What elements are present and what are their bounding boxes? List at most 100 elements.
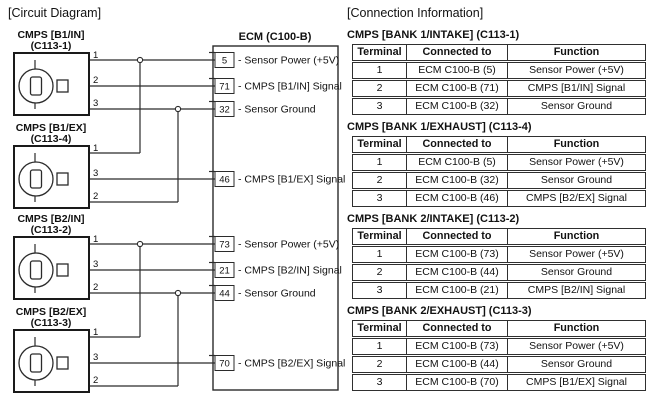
function-cell: Sensor Ground [508, 98, 646, 115]
pin-number: 32 [219, 105, 230, 116]
col-header-terminal: Terminal [352, 320, 407, 337]
function-cell: Sensor Ground [508, 172, 646, 189]
function-cell: Sensor Ground [508, 264, 646, 281]
connector-cmps-b1-in: CMPS [B1/IN] (C113-1) 1 2 3 [13, 29, 98, 116]
wire-junction [136, 56, 144, 64]
connector-cmps-b1-ex: CMPS [B1/EX] (C113-4) 1 3 2 [13, 122, 98, 209]
pin-contact [56, 172, 69, 186]
terminal-number: 1 [93, 234, 98, 245]
connected-to-cell: ECM C100-B (5) [407, 62, 508, 79]
terminal-cell: 2 [352, 172, 407, 189]
pin-label: - CMPS [B1/IN] Signal [238, 81, 342, 93]
connection-table-group: CMPS [BANK 1/EXHAUST] (C113-4) Terminal … [347, 121, 650, 208]
function-cell: Sensor Ground [508, 356, 646, 373]
connector-cmps-b2-in: CMPS [B2/IN] (C113-2) 1 3 2 [13, 213, 98, 300]
pin-label: - Sensor Power (+5V) [238, 239, 339, 251]
terminal-cell: 3 [352, 190, 407, 207]
col-header-connected-to: Connected to [407, 136, 508, 153]
circuit-diagram-panel: [Circuit Diagram] ECM (C100-B) 5 - Senso… [8, 6, 345, 393]
connector-name: CMPS [B1/EX] [16, 122, 87, 134]
col-header-terminal: Terminal [352, 228, 407, 245]
pin-number-box [214, 236, 235, 252]
terminal-cell: 1 [352, 62, 407, 79]
table-row: 1 ECM C100-B (5) Sensor Power (+5V) [352, 62, 646, 79]
terminal-number: 2 [93, 75, 98, 86]
connected-to-cell: ECM C100-B (32) [407, 98, 508, 115]
pin-number: 70 [219, 359, 230, 370]
function-cell: Sensor Power (+5V) [508, 338, 646, 355]
pin-number-box [214, 355, 235, 371]
pin-label: - Sensor Ground [238, 288, 316, 300]
pin-contact [56, 356, 69, 370]
terminal-number: 3 [93, 352, 98, 363]
table-row: 2 ECM C100-B (71) CMPS [B1/IN] Signal [352, 80, 646, 97]
pin-number: 71 [219, 82, 230, 93]
pin-number-box [214, 101, 235, 117]
function-cell: Sensor Power (+5V) [508, 246, 646, 263]
pin-number-box [214, 78, 235, 94]
terminal-number: 2 [93, 191, 98, 202]
table-header-row: Terminal Connected to Function [352, 136, 646, 153]
table-title: CMPS [BANK 1/INTAKE] (C113-1) [347, 29, 520, 41]
pin-number: 21 [219, 266, 230, 277]
connector-code: (C113-1) [31, 40, 72, 52]
terminal-cell: 3 [352, 98, 407, 115]
terminal-cell: 3 [352, 282, 407, 299]
connection-info-panel: [Connection Information] CMPS [BANK 1/IN… [347, 0, 650, 392]
pin-number-box [214, 171, 235, 187]
table-row: 3 ECM C100-B (46) CMPS [B2/EX] Signal [352, 190, 646, 207]
table-row: 2 ECM C100-B (44) Sensor Ground [352, 264, 646, 281]
sensor-element [29, 169, 43, 189]
circuit-diagram-header: [Circuit Diagram] [8, 6, 101, 20]
pin-number-box [214, 52, 235, 68]
wire-junction [136, 240, 144, 248]
terminal-number: 3 [93, 98, 98, 109]
sensor-element [29, 76, 43, 96]
pin-number-box [214, 285, 235, 301]
sensor-element [29, 353, 43, 373]
ecm-block: ECM (C100-B) 5 - Sensor Power (+5V) 71 -… [209, 31, 345, 391]
connection-table: Terminal Connected to Function 1 ECM C10… [352, 43, 646, 116]
table-row: 3 ECM C100-B (21) CMPS [B2/IN] Signal [352, 282, 646, 299]
connection-table: Terminal Connected to Function 1 ECM C10… [352, 135, 646, 208]
pin-number: 5 [222, 56, 227, 67]
function-cell: Sensor Power (+5V) [508, 62, 646, 79]
terminal-number: 1 [93, 327, 98, 338]
ecm-pin: 32 - Sensor Ground [209, 100, 316, 117]
connected-to-cell: ECM C100-B (73) [407, 246, 508, 263]
pin-number-box [214, 262, 235, 278]
connected-to-cell: ECM C100-B (73) [407, 338, 508, 355]
wire-junction [174, 289, 182, 297]
connector-cmps-b2-ex: CMPS [B2/EX] (C113-3) 1 3 2 [13, 306, 98, 393]
wire-junction [174, 105, 182, 113]
table-header-row: Terminal Connected to Function [352, 44, 646, 61]
table-row: 1 ECM C100-B (5) Sensor Power (+5V) [352, 154, 646, 171]
terminal-cell: 3 [352, 374, 407, 391]
connected-to-cell: ECM C100-B (70) [407, 374, 508, 391]
sensor-element [29, 260, 43, 280]
pin-contact [56, 79, 69, 93]
connection-table: Terminal Connected to Function 1 ECM C10… [352, 319, 646, 392]
ecm-pin: 73 - Sensor Power (+5V) [209, 235, 339, 252]
terminal-cell: 2 [352, 264, 407, 281]
col-header-function: Function [508, 44, 646, 61]
col-header-function: Function [508, 320, 646, 337]
table-row: 1 ECM C100-B (73) Sensor Power (+5V) [352, 246, 646, 263]
function-cell: CMPS [B2/IN] Signal [508, 282, 646, 299]
circuit-diagram: [Circuit Diagram] ECM (C100-B) 5 - Senso… [8, 6, 345, 393]
pin-label: - CMPS [B2/IN] Signal [238, 265, 342, 277]
terminal-cell: 1 [352, 338, 407, 355]
pin-label: - CMPS [B2/EX] Signal [238, 358, 345, 370]
ecm-pin: 21 - CMPS [B2/IN] Signal [209, 261, 342, 278]
connector-code: (C113-3) [31, 317, 72, 329]
terminal-cell: 2 [352, 80, 407, 97]
connector-code: (C113-2) [31, 224, 72, 236]
pin-number: 46 [219, 175, 230, 186]
terminal-number: 2 [93, 375, 98, 386]
ecm-pin: 44 - Sensor Ground [209, 284, 316, 301]
connector-name: CMPS [B2/IN] [17, 213, 84, 225]
terminal-number: 2 [93, 282, 98, 293]
connected-to-cell: ECM C100-B (32) [407, 172, 508, 189]
connected-to-cell: ECM C100-B (44) [407, 356, 508, 373]
